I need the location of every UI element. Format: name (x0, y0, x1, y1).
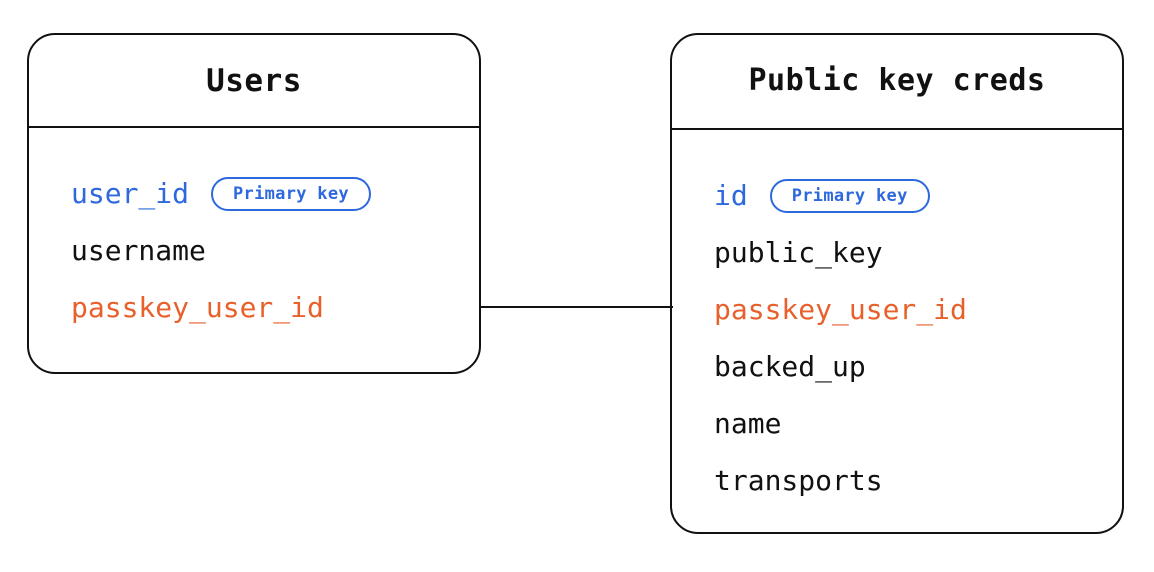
field-row-name[interactable]: name (672, 395, 1122, 452)
entity-users[interactable]: Users user_id Primary key username passk… (27, 33, 481, 374)
field-name-backed-up: backed_up (714, 350, 866, 383)
entity-users-header: Users (29, 35, 479, 126)
primary-key-badge-id: Primary key (769, 178, 930, 213)
primary-key-badge-user-id: Primary key (211, 176, 371, 211)
primary-key-badge-label: Primary key (233, 183, 349, 204)
field-row-backed-up[interactable]: backed_up (672, 338, 1122, 395)
entity-public-key-creds-header: Public key creds (672, 35, 1122, 126)
field-name-id: id (714, 179, 748, 212)
field-row-user-id[interactable]: user_id Primary key (29, 165, 479, 222)
field-name-name: name (714, 407, 782, 440)
entity-users-header-divider (27, 126, 481, 128)
entity-users-title: Users (206, 62, 302, 99)
entity-users-field-list: user_id Primary key username passkey_use… (29, 165, 479, 336)
field-row-passkey-user-id[interactable]: passkey_user_id (29, 279, 479, 336)
relationship-connector-users-to-public-key-creds[interactable] (479, 306, 673, 308)
field-name-passkey-user-id: passkey_user_id (71, 291, 324, 324)
primary-key-badge-label: Primary key (791, 185, 908, 206)
field-name-user-id: user_id (71, 177, 190, 210)
entity-public-key-creds-header-divider (670, 128, 1124, 130)
field-name-transports: transports (714, 464, 883, 497)
field-name-public-key: public_key (714, 236, 883, 269)
field-row-passkey-user-id[interactable]: passkey_user_id (672, 281, 1122, 338)
entity-public-key-creds-field-list: id Primary key public_key passkey_user_i… (672, 167, 1122, 509)
field-row-public-key[interactable]: public_key (672, 224, 1122, 281)
field-row-transports[interactable]: transports (672, 452, 1122, 509)
entity-public-key-creds-title: Public key creds (748, 63, 1046, 98)
field-row-id[interactable]: id Primary key (672, 167, 1122, 224)
field-name-username: username (71, 234, 206, 267)
field-row-username[interactable]: username (29, 222, 479, 279)
field-name-passkey-user-id: passkey_user_id (714, 293, 967, 326)
entity-public-key-creds[interactable]: Public key creds id Primary key public_k… (670, 33, 1124, 534)
